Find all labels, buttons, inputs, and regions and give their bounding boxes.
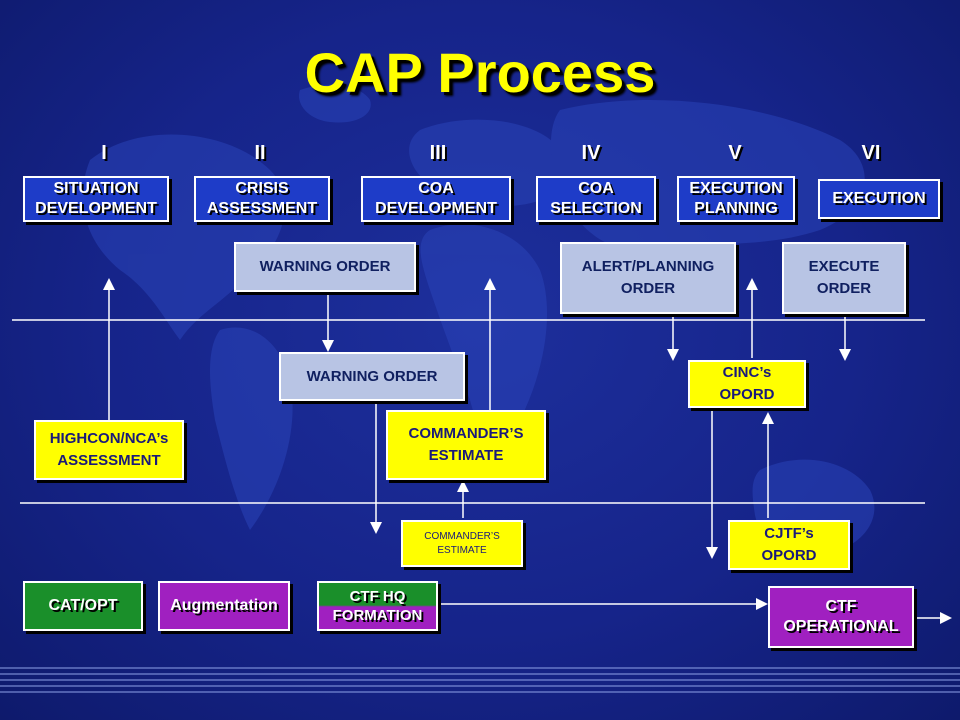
warning-order-national: WARNING ORDER — [234, 242, 416, 292]
warning-order-cinc: WARNING ORDER — [279, 352, 465, 401]
cjtfs-opord: CJTF’s OPORD — [728, 520, 850, 570]
phase-numeral-6: VI — [861, 142, 881, 164]
phase-crisis-assessment: CRISIS ASSESSMENT — [194, 176, 330, 222]
phase-numeral-1: I — [101, 142, 107, 164]
phase-coa-selection: COA SELECTION — [536, 176, 656, 222]
footer-lines — [0, 667, 960, 693]
phase-numeral-4: IV — [581, 142, 601, 164]
alert-planning-order: ALERT/PLANNING ORDER — [560, 242, 736, 314]
phase-execution: EXECUTION — [818, 179, 940, 219]
phase-execution-planning: EXECUTION PLANNING — [677, 176, 795, 222]
phase-numeral-2: II — [254, 142, 266, 164]
phase-coa-development: COA DEVELOPMENT — [361, 176, 511, 222]
highcon-nca-assessment: HIGHCON/NCA’s ASSESSMENT — [34, 420, 184, 480]
cat-opt-box: CAT/OPT — [23, 581, 143, 631]
slide-title: CAP Process — [304, 41, 656, 104]
augmentation-box: Augmentation — [158, 581, 290, 631]
ctf-operational-box: CTF OPERATIONAL — [768, 586, 914, 648]
execute-order: EXECUTE ORDER — [782, 242, 906, 314]
commanders-estimate-cjtf: COMMANDER’S ESTIMATE — [401, 520, 523, 567]
phase-situation-development: SITUATION DEVELOPMENT — [23, 176, 169, 222]
ctf-hq-formation-box: CTF HQ FORMATION — [317, 581, 438, 631]
phase-numeral-5: V — [728, 142, 742, 164]
cincs-opord: CINC’s OPORD — [688, 360, 806, 408]
phase-numeral-3: III — [429, 142, 447, 164]
commanders-estimate-cinc: COMMANDER’S ESTIMATE — [386, 410, 546, 480]
